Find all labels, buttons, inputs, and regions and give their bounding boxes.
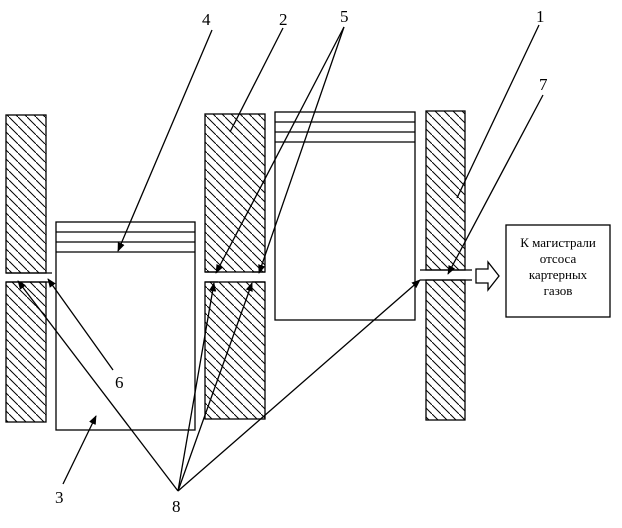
callout-6: 6 [115, 373, 124, 392]
leader-4 [118, 30, 212, 251]
left-cylinder-wall [6, 115, 52, 422]
middle-cylinder-wall [205, 114, 265, 419]
outlet-box-line-1: К магистрали [520, 235, 596, 250]
leader-1 [457, 25, 539, 198]
callout-7: 7 [539, 75, 548, 94]
outlet-box-line-3: картерных [529, 267, 588, 282]
hollow-right-arrow-icon [476, 262, 499, 290]
callout-5: 5 [340, 7, 349, 26]
outlet-box: К магистрали отсоса картерных газов [506, 225, 610, 317]
outlet-box-line-4: газов [544, 283, 573, 298]
right-cylinder-wall [420, 111, 472, 420]
callout-4: 4 [202, 10, 211, 29]
callout-3: 3 [55, 488, 64, 507]
callout-2: 2 [279, 10, 288, 29]
callout-1: 1 [536, 7, 545, 26]
callout-8: 8 [172, 497, 181, 516]
outlet-box-line-2: отсоса [540, 251, 577, 266]
left-piston [56, 222, 195, 430]
right-piston [275, 112, 415, 320]
